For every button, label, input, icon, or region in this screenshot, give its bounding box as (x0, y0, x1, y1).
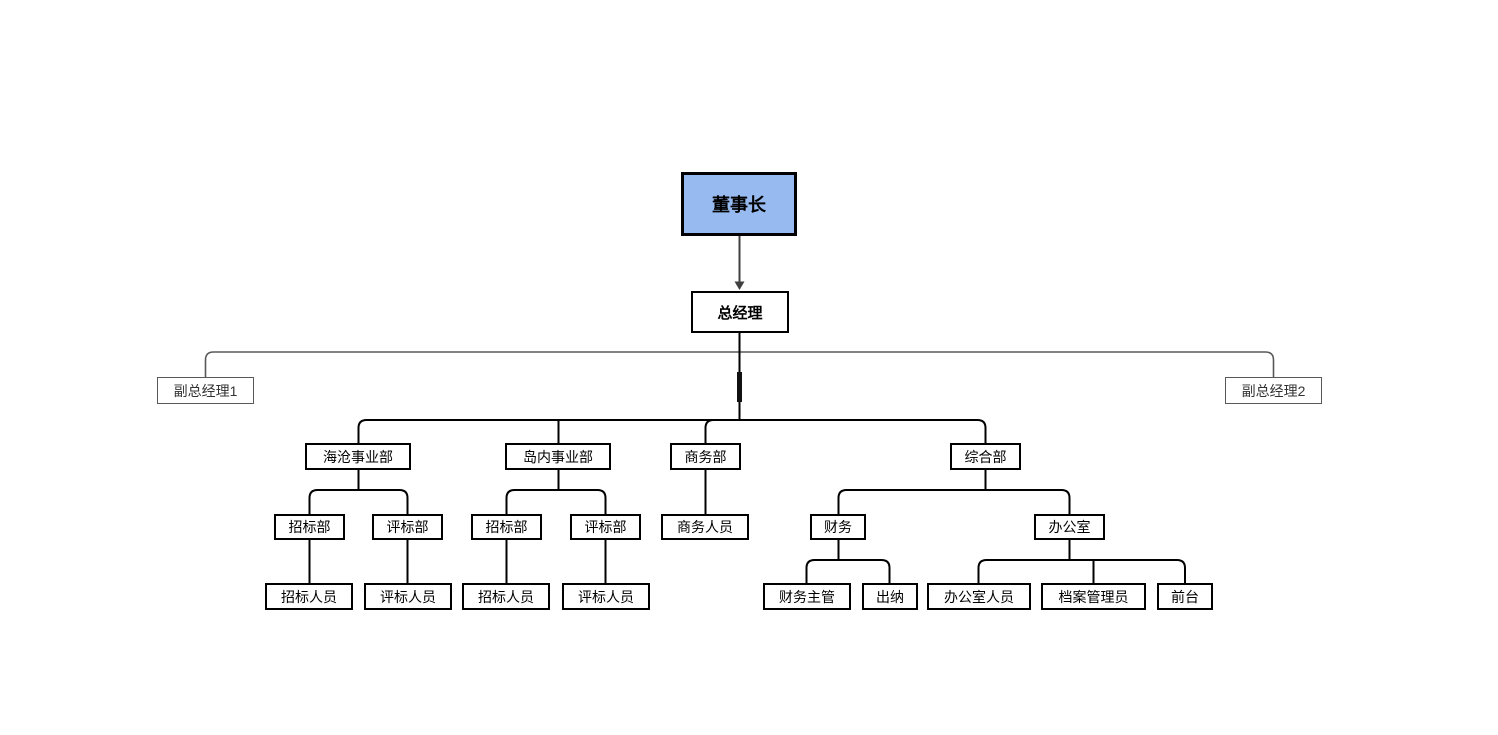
node-cashier[interactable]: 出纳 (862, 583, 918, 610)
node-evaluation-dept-1[interactable]: 评标部 (372, 514, 443, 540)
node-deputy-gm-1[interactable]: 副总经理1 (157, 377, 254, 404)
connector-haicang-children (308, 470, 409, 514)
node-finance-supervisor[interactable]: 财务主管 (763, 583, 851, 610)
node-bidding-dept-1[interactable]: 招标部 (274, 514, 345, 540)
node-bidding-staff-2[interactable]: 招标人员 (462, 583, 550, 610)
arrowhead-chairman-gm (734, 281, 745, 290)
node-office[interactable]: 办公室 (1034, 514, 1105, 540)
connector-trunk-thick-segment (737, 372, 742, 402)
node-chairman[interactable]: 董事长 (681, 172, 797, 236)
node-deputy-gm-2[interactable]: 副总经理2 (1225, 377, 1322, 404)
node-daonei-division[interactable]: 岛内事业部 (505, 443, 611, 470)
node-front-desk[interactable]: 前台 (1157, 583, 1213, 610)
node-finance[interactable]: 财务 (810, 514, 866, 540)
node-haicang-division[interactable]: 海沧事业部 (305, 443, 411, 470)
connector-zonghe-children (837, 470, 1071, 514)
node-bidding-staff-1[interactable]: 招标人员 (265, 583, 353, 610)
node-evaluation-staff-1[interactable]: 评标人员 (364, 583, 452, 610)
node-archives-manager[interactable]: 档案管理员 (1041, 583, 1146, 610)
node-evaluation-dept-2[interactable]: 评标部 (570, 514, 641, 540)
connector-daonei-children (505, 470, 607, 514)
connector-drop-shangwu (704, 419, 740, 443)
node-general-dept[interactable]: 综合部 (950, 443, 1021, 470)
connector-department-rail (357, 419, 987, 443)
node-general-manager[interactable]: 总经理 (691, 291, 789, 333)
node-business-staff[interactable]: 商务人员 (661, 514, 749, 540)
node-bidding-dept-2[interactable]: 招标部 (471, 514, 542, 540)
node-business-dept[interactable]: 商务部 (670, 443, 741, 470)
connector-office-children (977, 540, 1186, 583)
node-evaluation-staff-2[interactable]: 评标人员 (562, 583, 650, 610)
node-office-staff[interactable]: 办公室人员 (927, 583, 1031, 610)
connector-finance-children (805, 540, 891, 583)
